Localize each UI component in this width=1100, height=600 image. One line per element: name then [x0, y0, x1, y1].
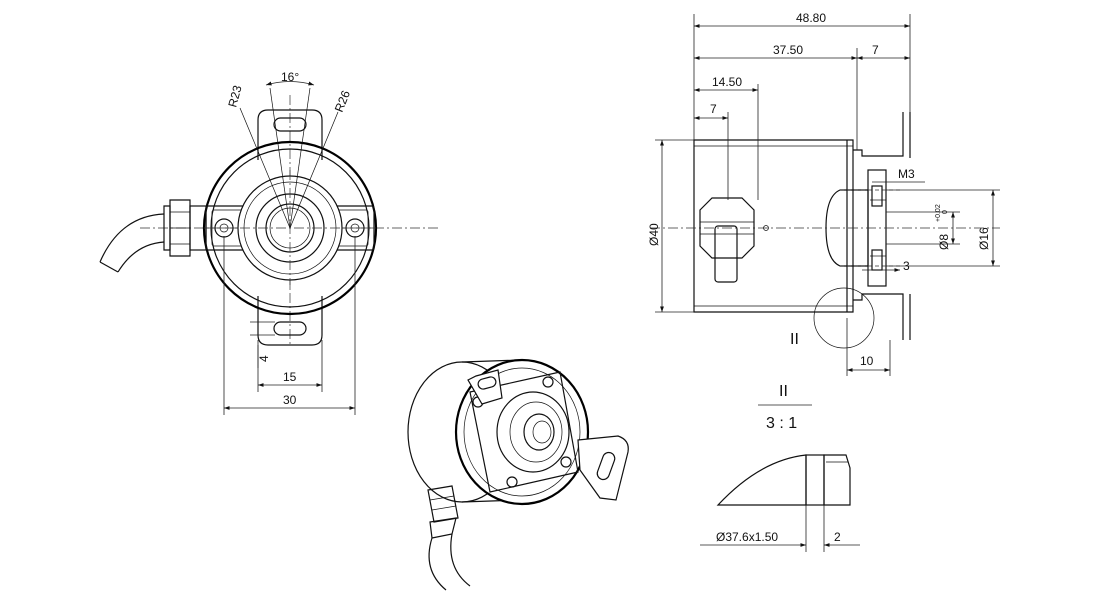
dim-overall-label: 48.80 — [796, 11, 826, 25]
front-view: 16° R23 R26 4 15 30 — [99, 70, 440, 415]
radius-r23-label: R23 — [225, 84, 244, 109]
angle-arc — [265, 81, 315, 86]
detail-marker: II — [779, 383, 788, 400]
dim-cable-pos-label: 14.50 — [712, 75, 742, 89]
detail-flange — [823, 454, 851, 506]
dim-3-label: 3 — [903, 259, 910, 273]
angle-label: 16° — [281, 70, 299, 84]
hub-section — [825, 189, 869, 267]
radius-r26-label: R26 — [332, 88, 353, 114]
side-cable-gland — [699, 197, 769, 283]
isometric-view — [407, 358, 629, 591]
cable-gland — [163, 199, 207, 257]
top-mounting-tab — [257, 109, 323, 160]
iso-cable — [428, 537, 447, 591]
bottom-bracket — [853, 293, 904, 340]
dim-2-label: 2 — [834, 530, 841, 544]
detail-scale: 3 : 1 — [766, 415, 797, 432]
side-housing — [693, 139, 854, 313]
bottom-mounting-tab — [257, 296, 323, 346]
dim-diameter-body-label: Ø40 — [647, 223, 661, 246]
dim-body-label: 37.50 — [773, 43, 803, 57]
bore-tolerance-upper: +0.02 — [935, 204, 942, 222]
detail-groove — [805, 454, 825, 506]
iso-bore — [523, 413, 555, 451]
cable-top — [99, 213, 165, 263]
dim-hub-label: Ø16 — [977, 227, 991, 250]
dim-cable-offset-label: 7 — [710, 102, 717, 116]
r23-leader — [239, 107, 291, 229]
detail-housing-profile — [716, 454, 807, 506]
detail-circle — [813, 287, 875, 349]
bore-tolerance-lower: 0 — [942, 210, 949, 214]
dim-bore-label: Ø8 — [937, 234, 951, 250]
dim-15-label: 15 — [283, 370, 297, 384]
cable-bottom — [117, 241, 165, 273]
iso-clamp-bar — [469, 371, 579, 493]
dim-groove-label: Ø37.6x1.50 — [716, 530, 778, 544]
iso-cable-gland — [427, 485, 459, 539]
iso-side-tab — [577, 435, 629, 501]
dim-4-label: 4 — [257, 355, 271, 362]
dim-10-label: 10 — [860, 354, 874, 368]
side-view: II 48.80 37.50 7 14.50 7 Ø40 M3 Ø8 +0.02… — [647, 11, 1000, 376]
detail-marker-side: II — [790, 331, 799, 348]
thread-label: M3 — [898, 167, 915, 181]
dim-30-label: 30 — [283, 393, 297, 407]
detail-view: II 3 : 1 Ø37.6x1.50 2 — [700, 383, 860, 552]
r26-leader — [289, 111, 339, 229]
iso-top-tab — [467, 369, 503, 405]
dim-flange-label: 7 — [872, 43, 879, 57]
top-bracket — [853, 112, 904, 157]
